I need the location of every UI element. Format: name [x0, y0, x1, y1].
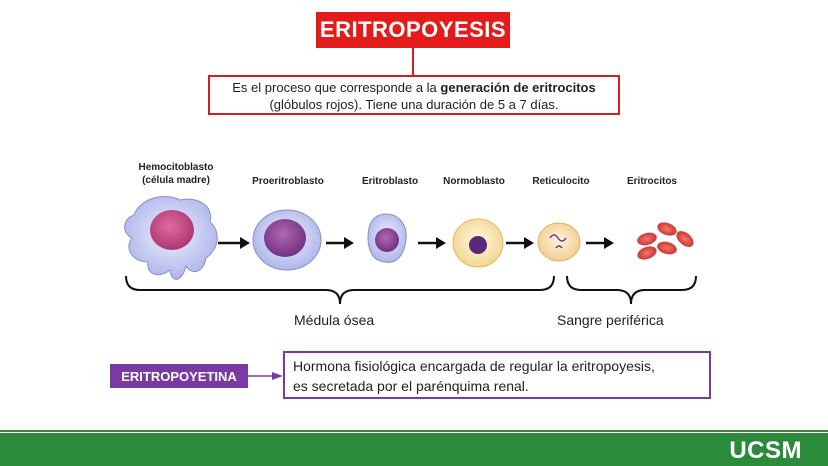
stage-label-normoblasto: Normoblasto: [443, 176, 505, 187]
ucsm-logo: UCSM: [729, 437, 802, 464]
peripheral-blood-brace: [566, 275, 697, 305]
stage-label-reticulocito: Reticulocito: [532, 176, 590, 187]
hormone-description: Hormona fisiológica encargada de regular…: [283, 351, 711, 399]
normoblast-cell-icon: [452, 218, 504, 268]
bone-marrow-brace: [125, 275, 555, 305]
stage-label-eritroblasto: Eritroblasto: [361, 176, 419, 187]
stage-label-proeritroblasto: Proeritroblasto: [252, 176, 324, 187]
erythroblast-cell-icon: [367, 213, 407, 263]
definition-bold: generación de eritrocitos: [440, 80, 596, 95]
region-label-bone-marrow: Médula ósea: [294, 312, 375, 328]
hemocitoblast-cell-icon: [124, 196, 218, 280]
erythrocytes-icon: [637, 222, 694, 260]
reticulocyte-cell-icon: [537, 222, 581, 262]
stage-label-hemocitoblasto: Hemocitoblasto (célula madre): [138, 162, 214, 186]
footer-bar: [0, 433, 828, 466]
footer-divider: [0, 430, 828, 432]
definition-text-2: (glóbulos rojos). Tiene una duración de …: [269, 97, 559, 112]
page-title: ERITROPOYESIS: [316, 12, 510, 48]
definition-box: Es el proceso que corresponde a la gener…: [208, 75, 620, 115]
region-label-peripheral-blood: Sangre periférica: [557, 312, 664, 328]
definition-text-1: Es el proceso que corresponde a la: [232, 80, 441, 95]
proerythroblast-cell-icon: [252, 209, 322, 271]
stage-arrows: [218, 237, 614, 249]
hormone-label: ERITROPOYETINA: [110, 364, 248, 388]
stage-label-eritrocitos: Eritrocitos: [626, 176, 677, 187]
